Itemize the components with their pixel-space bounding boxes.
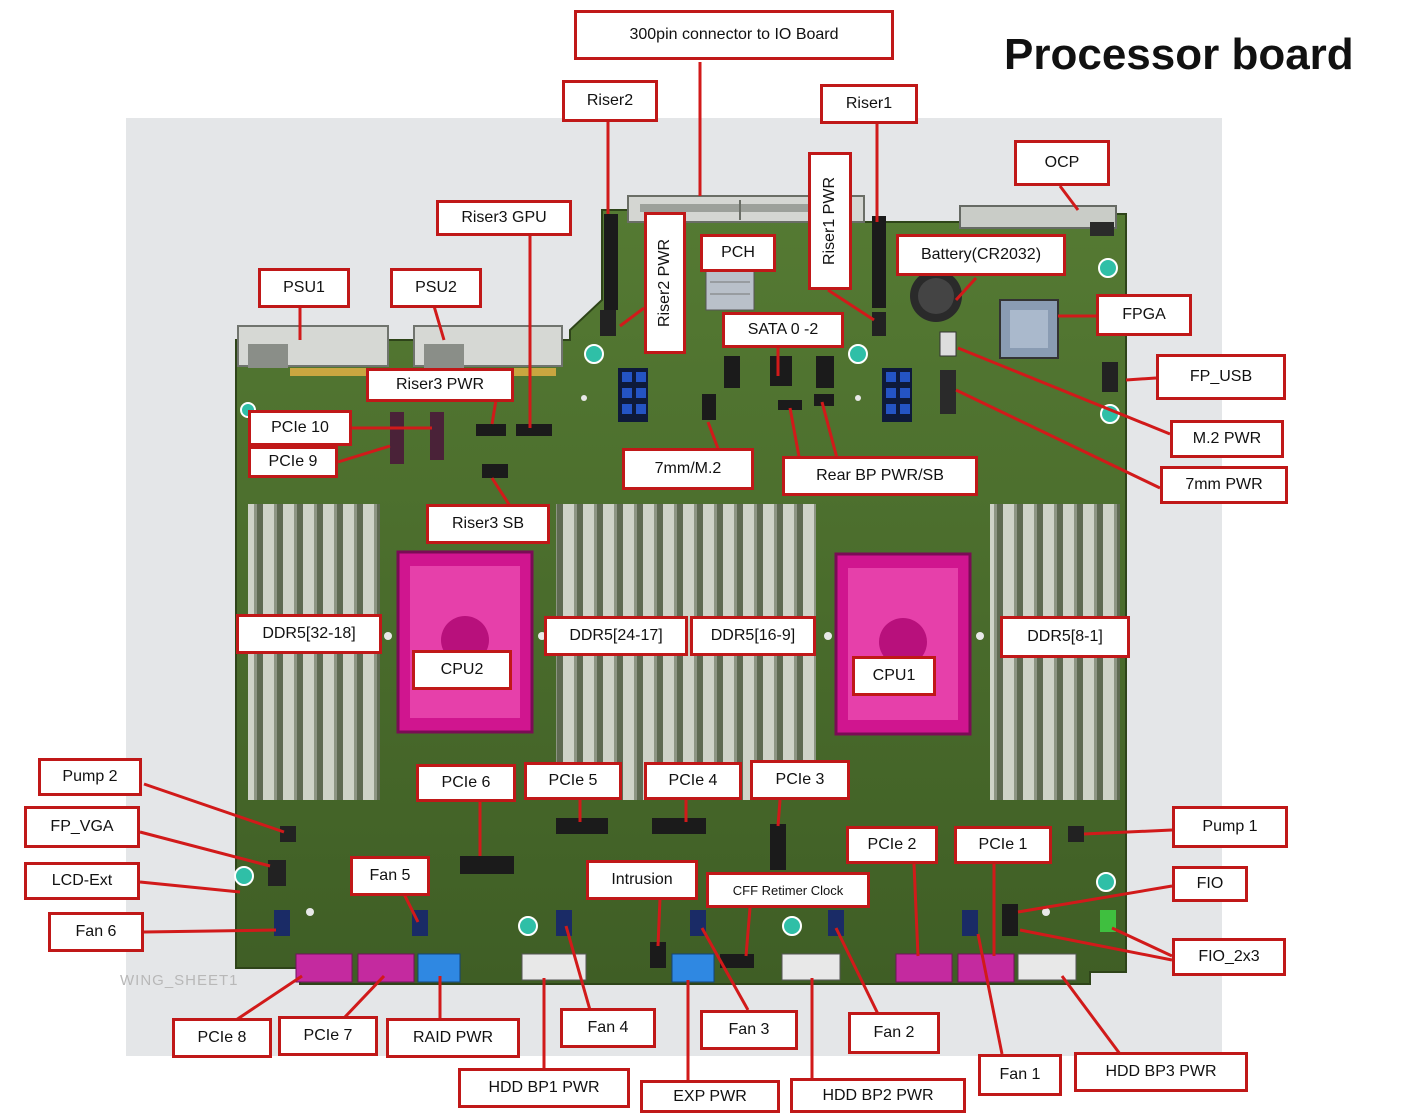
callout-riser1-pwr[interactable]: Riser1 PWR [808,152,852,290]
callout-sata[interactable]: SATA 0 -2 [722,312,844,348]
riser3-sb-conn [482,464,508,478]
callout-pump1[interactable]: Pump 1 [1172,806,1288,848]
callout-pump2[interactable]: Pump 2 [38,758,142,796]
callout-7mm-m2[interactable]: 7mm/M.2 [622,448,754,490]
callout-riser3-gpu[interactable]: Riser3 GPU [436,200,572,236]
callout-cpu2[interactable]: CPU2 [412,650,512,690]
callout-lcd-ext[interactable]: LCD-Ext [24,862,140,900]
callout-riser3-sb[interactable]: Riser3 SB [426,504,550,544]
callout-fan5[interactable]: Fan 5 [350,856,430,896]
callout-hdd-bp2[interactable]: HDD BP2 PWR [790,1078,966,1113]
cpu1-socket [836,554,970,734]
callout-pcie8[interactable]: PCIe 8 [172,1018,272,1058]
callout-rear-bp[interactable]: Rear BP PWR/SB [782,456,978,496]
callout-pcie1[interactable]: PCIe 1 [954,826,1052,864]
callout-fan4[interactable]: Fan 4 [560,1008,656,1048]
callout-hdd-bp3[interactable]: HDD BP3 PWR [1074,1052,1248,1092]
callout-pch[interactable]: PCH [700,234,776,272]
callout-exp-pwr[interactable]: EXP PWR [640,1080,780,1113]
callout-cff-retimer[interactable]: CFF Retimer Clock [706,872,870,908]
riser2-pwr-label: Riser2 PWR [656,239,674,327]
callout-intrusion[interactable]: Intrusion [586,860,698,900]
callout-ddr5-24-17[interactable]: DDR5[24-17] [544,616,688,656]
callout-psu1[interactable]: PSU1 [258,268,350,308]
riser1-pwr-conn [872,312,886,336]
callout-fan3[interactable]: Fan 3 [700,1010,798,1050]
riser1-pwr-label: Riser1 PWR [821,177,839,265]
callout-7mm-pwr[interactable]: 7mm PWR [1160,466,1288,504]
callout-pcie7[interactable]: PCIe 7 [278,1016,378,1056]
callout-fio-2x3[interactable]: FIO_2x3 [1172,938,1286,976]
callout-pcie10[interactable]: PCIe 10 [248,410,352,446]
callout-riser2-pwr[interactable]: Riser2 PWR [644,212,686,354]
pcie9-slot [390,412,404,464]
callout-ddr5-32-18[interactable]: DDR5[32-18] [236,614,382,654]
callout-ocp[interactable]: OCP [1014,140,1110,186]
callout-fpga[interactable]: FPGA [1096,294,1192,336]
riser1-slot [872,216,886,308]
bottom-connectors [296,954,1076,982]
riser2-slot [604,214,618,310]
pch-chip [706,270,754,310]
callout-fio[interactable]: FIO [1172,866,1248,902]
callout-pcie6[interactable]: PCIe 6 [416,764,516,802]
callout-raid-pwr[interactable]: RAID PWR [386,1018,520,1058]
callout-fan2[interactable]: Fan 2 [848,1012,940,1054]
callout-fp-vga[interactable]: FP_VGA [24,806,140,848]
callout-riser3-pwr[interactable]: Riser3 PWR [366,368,514,402]
callout-pcie9[interactable]: PCIe 9 [248,446,338,478]
callout-hdd-bp1[interactable]: HDD BP1 PWR [458,1068,630,1108]
callout-pcie5[interactable]: PCIe 5 [524,762,622,800]
pcie10-slot [430,412,444,460]
callout-ddr5-16-9[interactable]: DDR5[16-9] [690,616,816,656]
pcie6-slot [460,856,514,874]
callout-riser2[interactable]: Riser2 [562,80,658,122]
pcie3-slot [770,824,786,870]
callout-cpu1[interactable]: CPU1 [852,656,936,696]
callout-ddr5-8-1[interactable]: DDR5[8-1] [1000,616,1130,658]
watermark-text: WING_SHEET1 [120,972,239,989]
callout-riser1[interactable]: Riser1 [820,84,918,124]
riser3-pwr-conn [476,424,506,436]
callout-pcie4[interactable]: PCIe 4 [644,762,742,800]
pcie5-slot [556,818,608,834]
callout-pcie3[interactable]: PCIe 3 [750,760,850,800]
cpu2-socket [398,552,532,732]
callout-io-connector[interactable]: 300pin connector to IO Board [574,10,894,60]
callout-battery[interactable]: Battery(CR2032) [896,234,1066,276]
riser3-gpu-conn [516,424,552,436]
callout-psu2[interactable]: PSU2 [390,268,482,308]
page-title: Processor board [1004,30,1354,80]
callout-fp-usb[interactable]: FP_USB [1156,354,1286,400]
riser2-pwr-conn [600,310,616,336]
callout-fan1[interactable]: Fan 1 [978,1054,1062,1096]
fpga-chip [1000,300,1058,358]
callout-m2-pwr[interactable]: M.2 PWR [1170,420,1284,458]
callout-pcie2[interactable]: PCIe 2 [846,826,938,864]
callout-fan6[interactable]: Fan 6 [48,912,144,952]
pcie4-slot [652,818,706,834]
